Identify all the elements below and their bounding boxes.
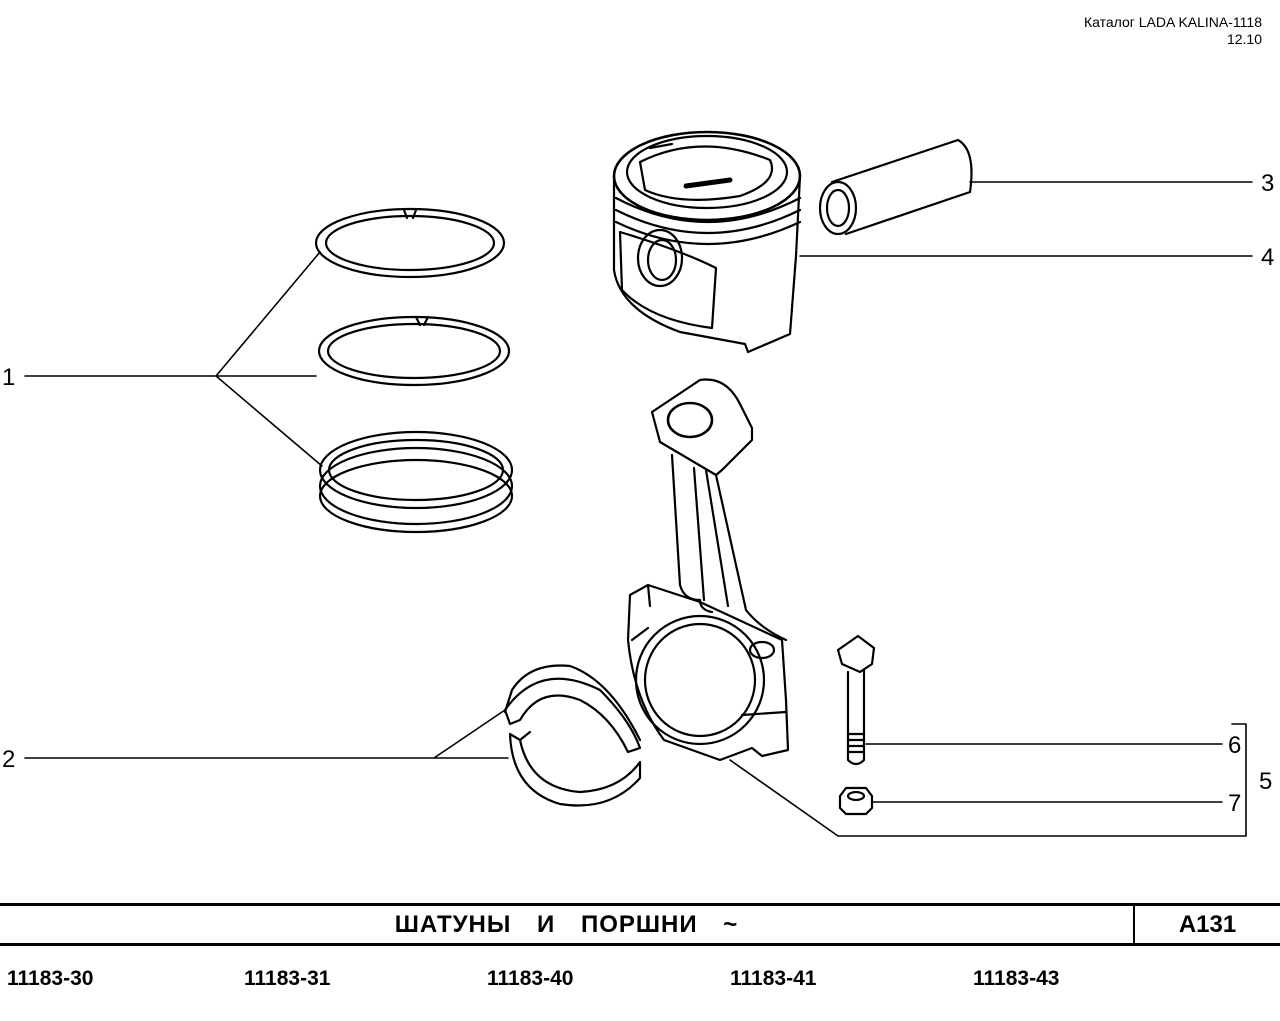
piston-pin [818,138,973,236]
page-title: ШАТУНЫ И ПОРШНИ ~ [394,911,739,938]
model-code: 11183-30 [7,967,94,990]
callout-2: 2 [2,746,15,773]
rod-nut [838,786,874,816]
rod-bolt [836,634,876,766]
callout-4: 4 [1261,244,1274,271]
piston-rings [314,207,514,534]
catalog-name: Каталог LADA KALINA-1118 [1083,14,1262,30]
model-code: 11183-31 [244,967,331,990]
callout-5: 5 [1259,768,1272,795]
callout-3: 3 [1261,170,1274,197]
ring-top [314,207,506,279]
callout-6: 6 [1228,732,1241,759]
page-code: A131 [1178,911,1237,938]
catalog-header: Каталог LADA KALINA-1118 12.10 [1084,14,1262,48]
callout-1: 1 [2,364,15,391]
bearing-shells [503,664,642,807]
ring-oil [318,430,514,534]
piston [612,130,802,354]
model-code: 11183-43 [973,967,1060,990]
model-code: 11183-41 [730,967,817,990]
callout-7: 7 [1228,790,1241,817]
connecting-rod [626,378,790,762]
callout-labels: 1 2 3 4 5 6 7 [2,170,1274,817]
title-bar: ШАТУНЫ И ПОРШНИ ~ A131 [0,903,1280,946]
model-list: 11183-30 11183-31 11183-40 11183-41 1118… [0,967,1280,997]
title-divider [1133,906,1135,943]
catalog-date: 12.10 [1226,31,1262,47]
leader-lines [24,181,1253,837]
ring-middle [317,315,511,387]
model-code: 11183-40 [487,967,574,990]
parts-diagram: 1 2 3 4 5 6 7 [2,130,1274,837]
